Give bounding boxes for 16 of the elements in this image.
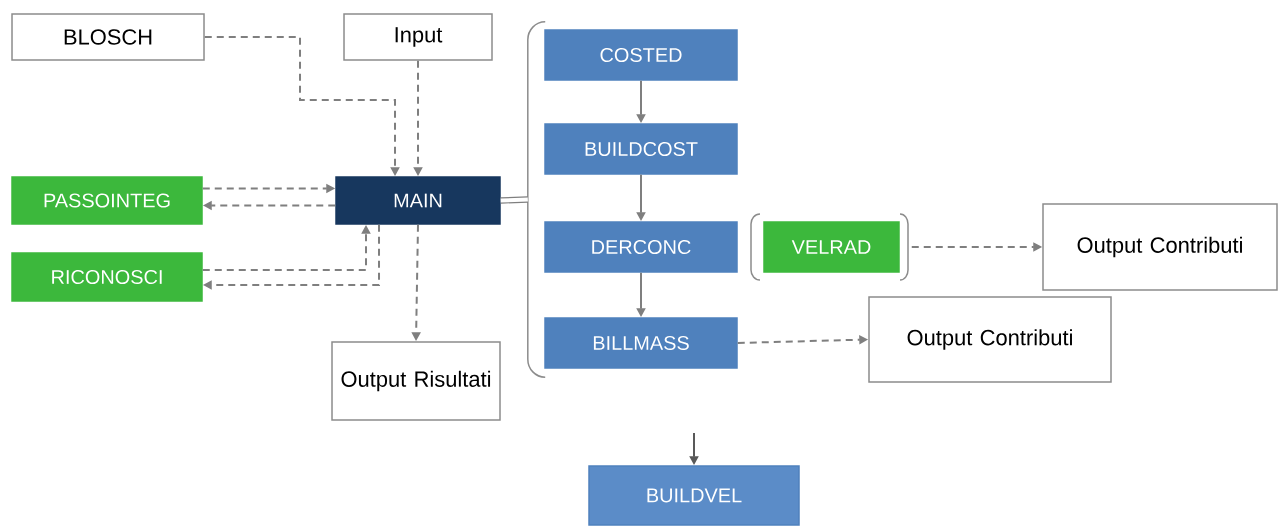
module-box: COSTED xyxy=(544,29,738,81)
text-box: BLOSCH xyxy=(11,13,205,61)
module-box: PASSOINTEG xyxy=(11,176,203,225)
module-box: BILLMASS xyxy=(544,317,738,369)
text-box: Output Risultati xyxy=(331,341,501,421)
text-box: Output Contributi xyxy=(868,296,1112,383)
text-box: Input xyxy=(343,13,493,61)
connector-line xyxy=(500,196,528,204)
module-box: DERCONC xyxy=(544,221,738,273)
module-box: BUILDCOST xyxy=(544,123,738,175)
module-box: BUILDVEL xyxy=(588,465,800,526)
bracket xyxy=(527,21,546,378)
module-box: MAIN xyxy=(335,176,501,225)
text-box: Output Contributi xyxy=(1042,203,1278,291)
module-box: RICONOSCI xyxy=(11,252,203,302)
module-box: VELRAD xyxy=(763,221,900,273)
